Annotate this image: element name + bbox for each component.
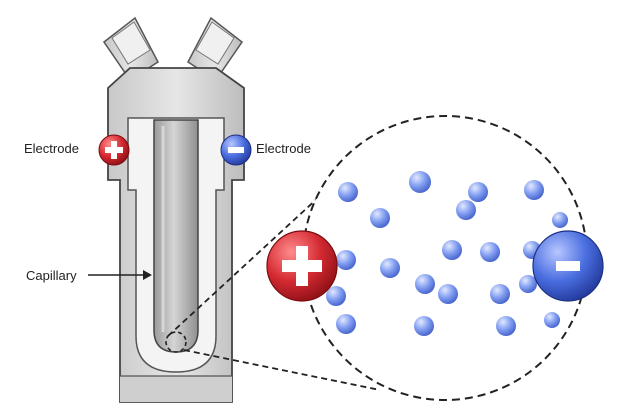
particle-icon <box>468 182 488 202</box>
particle-icon <box>338 182 358 202</box>
left-electrode-label: Electrode <box>24 141 79 156</box>
particle-icon <box>480 242 500 262</box>
particle-icon <box>456 200 476 220</box>
particle-icon <box>415 274 435 294</box>
particle-icon <box>409 171 431 193</box>
capillary-label: Capillary <box>26 268 77 283</box>
magnified-view <box>266 115 604 401</box>
particle-icon <box>490 284 510 304</box>
capillary-tube <box>153 119 199 353</box>
particle-icon <box>524 180 544 200</box>
particle-icon <box>380 258 400 278</box>
capillary-device <box>102 16 245 403</box>
large-positive-electrode-icon <box>266 230 338 302</box>
left-port <box>102 16 159 82</box>
right-electrode-label: Electrode <box>256 141 311 156</box>
capillary-pointer <box>88 270 152 280</box>
particle-icon <box>552 212 568 228</box>
particle-icon <box>414 316 434 336</box>
particle-icon <box>442 240 462 260</box>
particle-icon <box>370 208 390 228</box>
particle-icon <box>544 312 560 328</box>
large-negative-electrode-icon <box>532 230 604 302</box>
particle-icon <box>496 316 516 336</box>
negative-electrode-icon <box>220 134 252 166</box>
zoom-lines <box>167 195 381 391</box>
positive-electrode-icon <box>98 134 130 166</box>
particle-icon <box>519 275 537 293</box>
particle-icon <box>336 250 356 270</box>
particle-icon <box>326 286 346 306</box>
particles <box>326 171 568 336</box>
particle-icon <box>336 314 356 334</box>
zoom-source-circle <box>165 331 187 353</box>
particle-icon <box>438 284 458 304</box>
